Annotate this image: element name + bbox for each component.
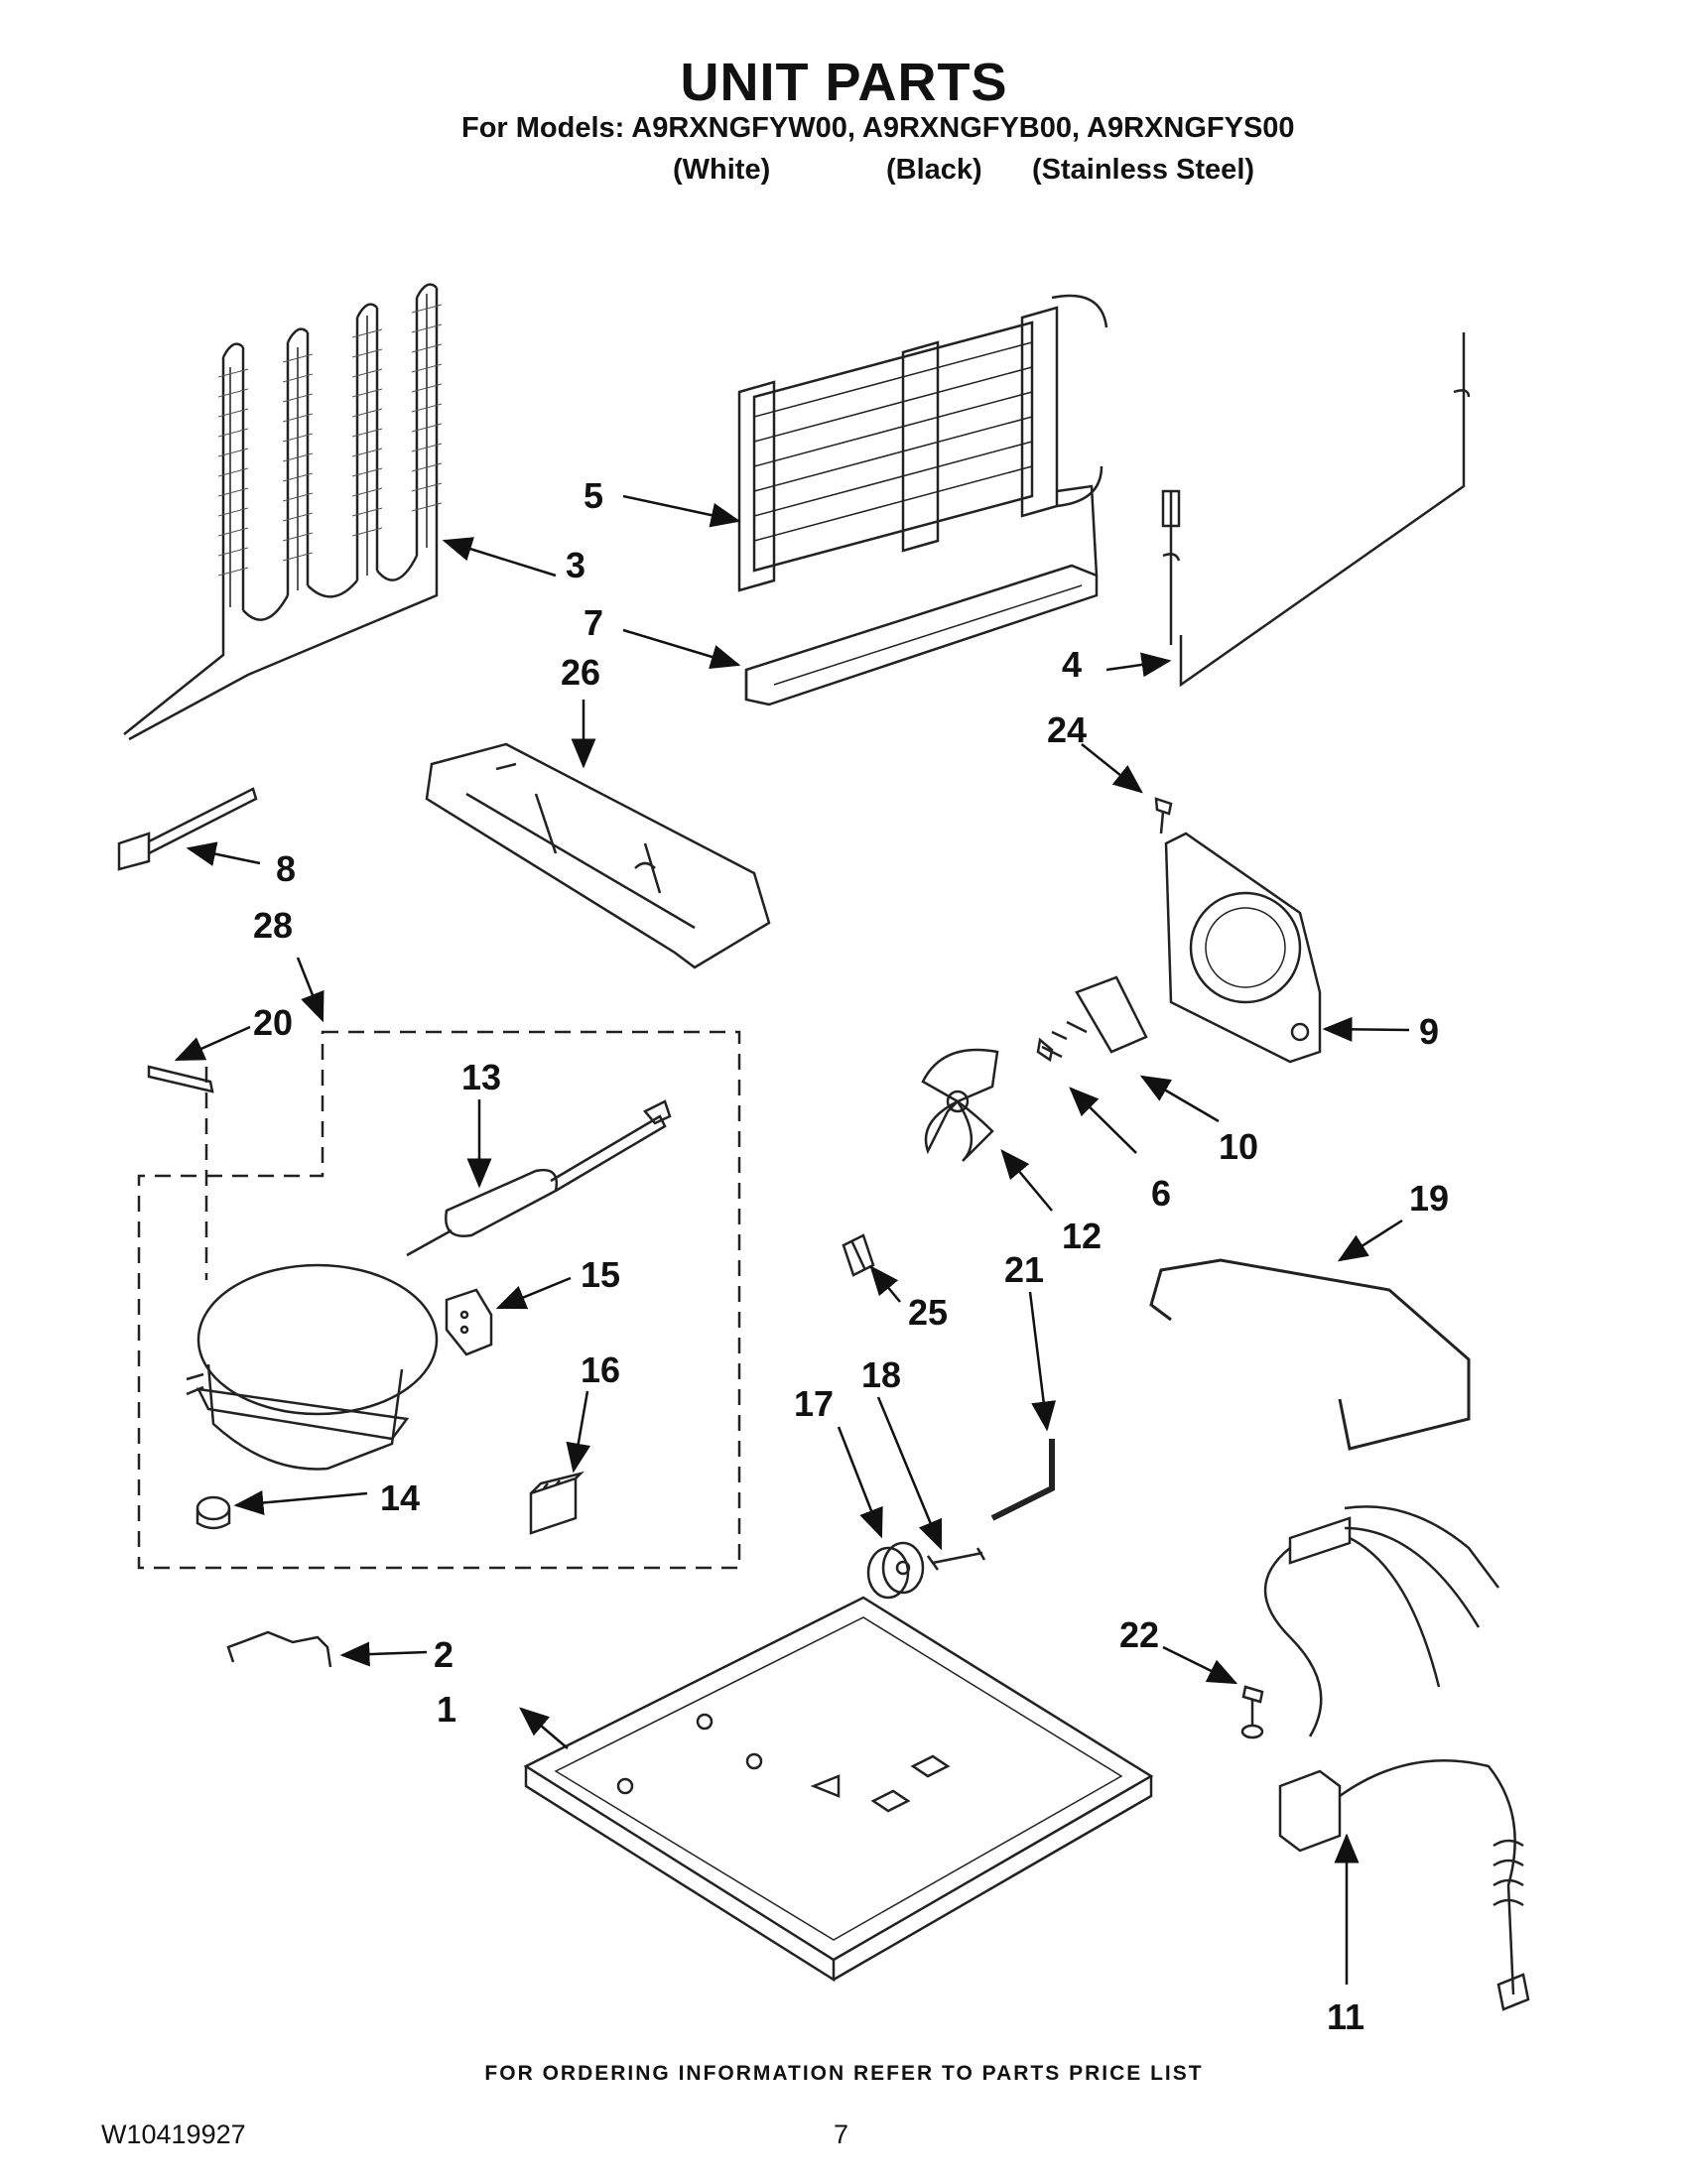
start-relay [445, 1288, 493, 1356]
callout-2: 2 [434, 1634, 454, 1675]
callout-3: 3 [566, 545, 585, 585]
run-capacitor [529, 1471, 585, 1535]
models-line: For Models: A9RXNGFYW00, A9RXNGFYB00, A9… [461, 112, 1295, 144]
base-frame [523, 1596, 1154, 1983]
fan-blade [921, 1048, 999, 1162]
fan-motor [1051, 975, 1148, 1054]
callout-25: 25 [908, 1292, 948, 1333]
overload-clip [147, 1065, 214, 1093]
wire-harness [1263, 1505, 1530, 2011]
page-title: UNIT PARTS [680, 53, 1008, 112]
variant-stainless: (Stainless Steel) [1032, 154, 1255, 186]
callout-20: 20 [253, 1002, 293, 1043]
callout-6: 6 [1151, 1173, 1171, 1214]
callout-9: 9 [1419, 1011, 1439, 1052]
callout-16: 16 [581, 1349, 620, 1390]
callout-28: 28 [253, 905, 293, 946]
heater-loop [1149, 1258, 1471, 1451]
temperature-sensor [1161, 332, 1471, 688]
compressor-grommet [195, 1495, 231, 1530]
callout-14: 14 [380, 1477, 420, 1518]
ground-screw [1240, 1685, 1264, 1739]
callout-24: 24 [1047, 709, 1087, 750]
cable-tie [117, 787, 258, 871]
callout-11: 11 [1327, 1996, 1364, 2037]
page-number: 7 [834, 2120, 849, 2149]
callout-arrows [174, 494, 1410, 1985]
callout-18: 18 [861, 1354, 901, 1395]
condenser-fins [217, 304, 443, 577]
tube-clip [842, 1233, 875, 1277]
mounting-screw [1036, 1037, 1063, 1063]
callout-8: 8 [276, 848, 296, 889]
callout-13: 13 [461, 1057, 501, 1097]
callout-12: 12 [1062, 1216, 1102, 1256]
roller-wheel [866, 1541, 925, 1600]
compressor [186, 1263, 439, 1471]
callout-15: 15 [581, 1254, 620, 1295]
drain-pan [425, 742, 771, 969]
drain-tube [990, 1439, 1055, 1521]
callout-4: 4 [1062, 644, 1082, 685]
document-number: W10419927 [101, 2120, 246, 2149]
filter-drier [406, 1099, 672, 1257]
callout-26: 26 [561, 652, 600, 693]
evaporator [737, 294, 1108, 592]
callout-1: 1 [437, 1689, 456, 1730]
wire-clip [226, 1630, 332, 1668]
callout-17: 17 [794, 1383, 834, 1424]
callout-19: 19 [1409, 1178, 1449, 1219]
callout-7: 7 [584, 602, 603, 643]
callout-22: 22 [1119, 1614, 1159, 1655]
shroud-screw [1154, 797, 1173, 835]
variant-white: (White) [673, 154, 771, 186]
callout-21: 21 [1004, 1249, 1044, 1290]
callout-5: 5 [584, 475, 603, 516]
variant-black: (Black) [886, 154, 982, 186]
callout-10: 10 [1219, 1126, 1258, 1167]
fan-shroud [1164, 832, 1322, 1064]
ordering-note: FOR ORDERING INFORMATION REFER TO PARTS … [484, 2062, 1204, 2085]
roller-axle [926, 1547, 986, 1571]
evaporator-drain-trough [744, 484, 1099, 707]
compressor-kit-outline [137, 1030, 741, 1570]
condenser-coil [123, 283, 439, 741]
